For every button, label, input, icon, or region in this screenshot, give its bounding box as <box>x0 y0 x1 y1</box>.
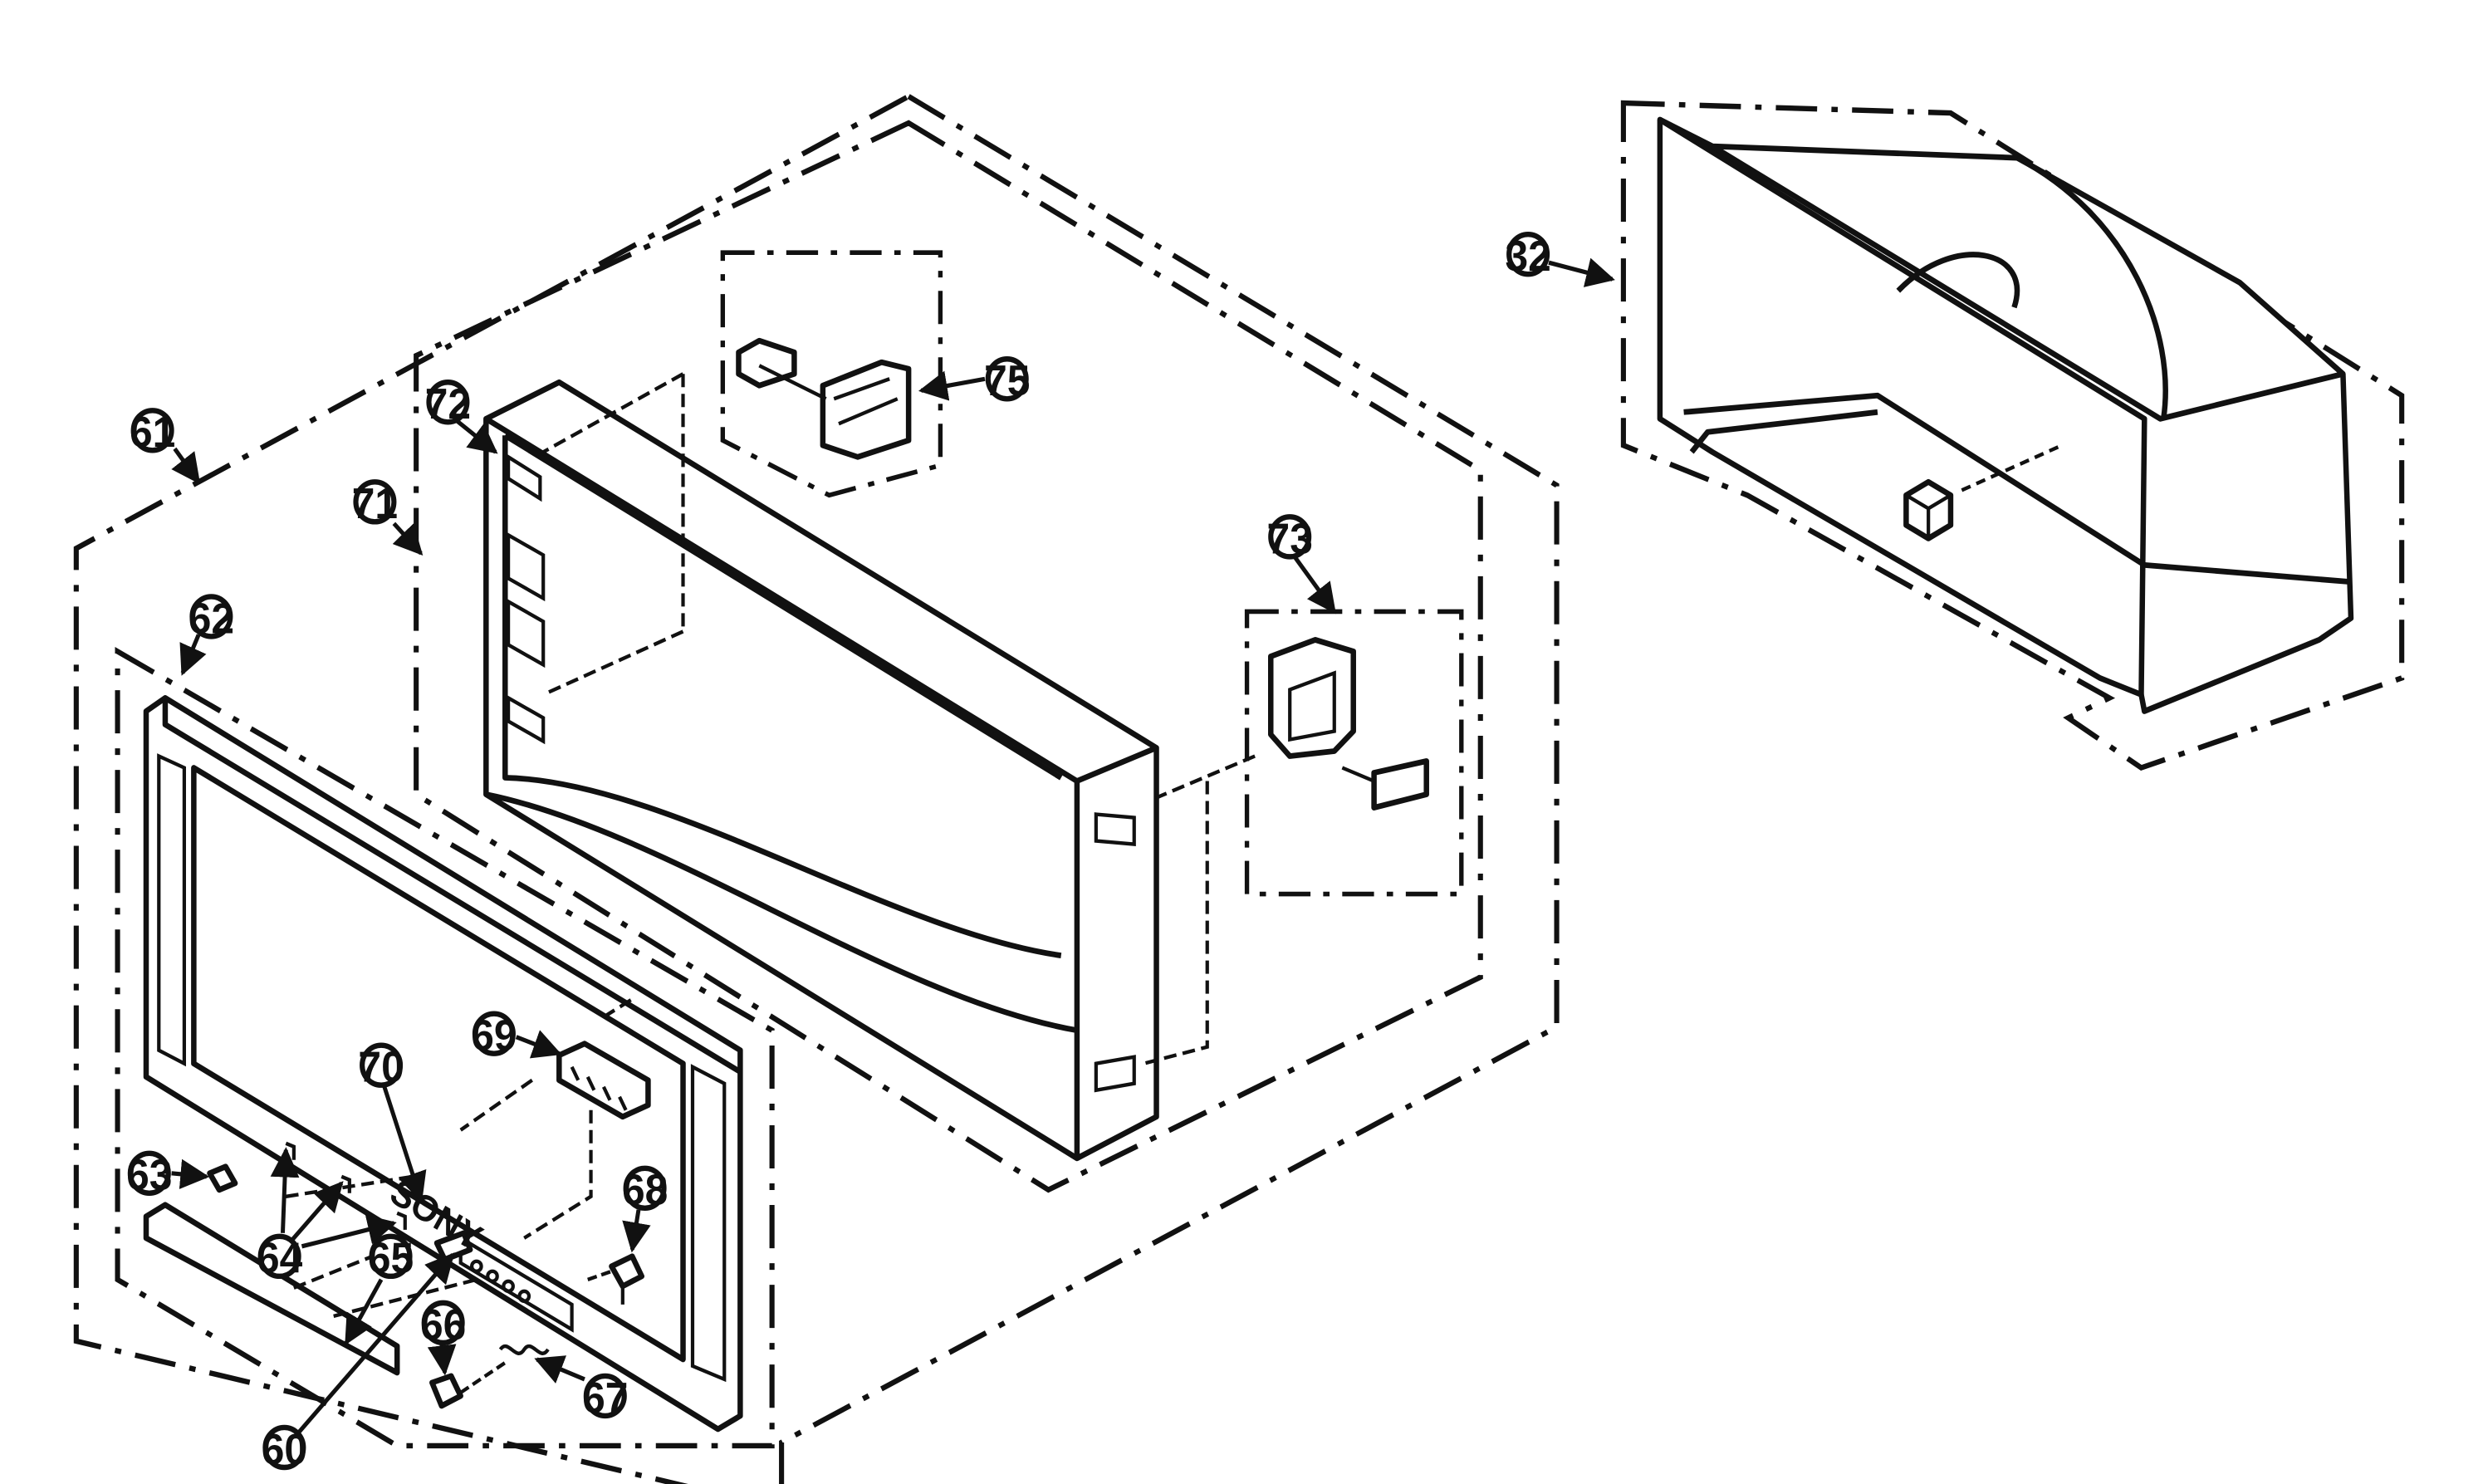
svg-text:72: 72 <box>425 380 471 428</box>
svg-text:61: 61 <box>130 408 175 456</box>
bracket-75 <box>736 337 912 460</box>
callout-75: 75 <box>984 356 1030 404</box>
callout-71: 71 <box>352 479 398 527</box>
svg-text:68: 68 <box>622 1166 668 1214</box>
svg-text:67: 67 <box>582 1374 628 1422</box>
callout-61: 61 <box>130 408 175 456</box>
callout-70: 70 <box>358 1042 404 1091</box>
svg-text:62: 62 <box>189 594 234 642</box>
svg-text:63: 63 <box>126 1151 172 1199</box>
crt-tube <box>1657 116 2354 714</box>
callout-60: 60 <box>262 1424 307 1473</box>
callout-32: 32 <box>1505 231 1551 280</box>
callout-63: 63 <box>126 1150 172 1199</box>
front-panel: SONY <box>143 695 743 1433</box>
svg-text:71: 71 <box>352 479 398 527</box>
svg-text:64: 64 <box>257 1234 303 1282</box>
cabinet-frame <box>483 372 1256 1162</box>
svg-text:70: 70 <box>358 1043 404 1091</box>
svg-text:69: 69 <box>471 1011 517 1060</box>
callout-68: 68 <box>622 1165 668 1214</box>
svg-text:60: 60 <box>262 1425 307 1473</box>
svg-text:73: 73 <box>1267 514 1313 562</box>
callout-65: 65 <box>368 1233 414 1282</box>
svg-text:66: 66 <box>420 1300 466 1349</box>
svg-text:32: 32 <box>1505 232 1550 280</box>
callout-66: 66 <box>420 1300 466 1349</box>
callout-67: 67 <box>582 1373 628 1422</box>
leader-lines <box>171 257 1615 1434</box>
callouts: 32 60 61 62 63 64 65 66 67 68 69 70 71 7… <box>126 231 1551 1473</box>
callout-72: 72 <box>425 380 471 428</box>
callout-64: 64 <box>257 1233 303 1282</box>
bracket-73 <box>1268 637 1429 811</box>
svg-text:65: 65 <box>368 1234 414 1282</box>
callout-69: 69 <box>471 1011 517 1060</box>
callout-73: 73 <box>1267 514 1313 562</box>
callout-62: 62 <box>189 594 234 643</box>
svg-text:75: 75 <box>984 356 1030 404</box>
